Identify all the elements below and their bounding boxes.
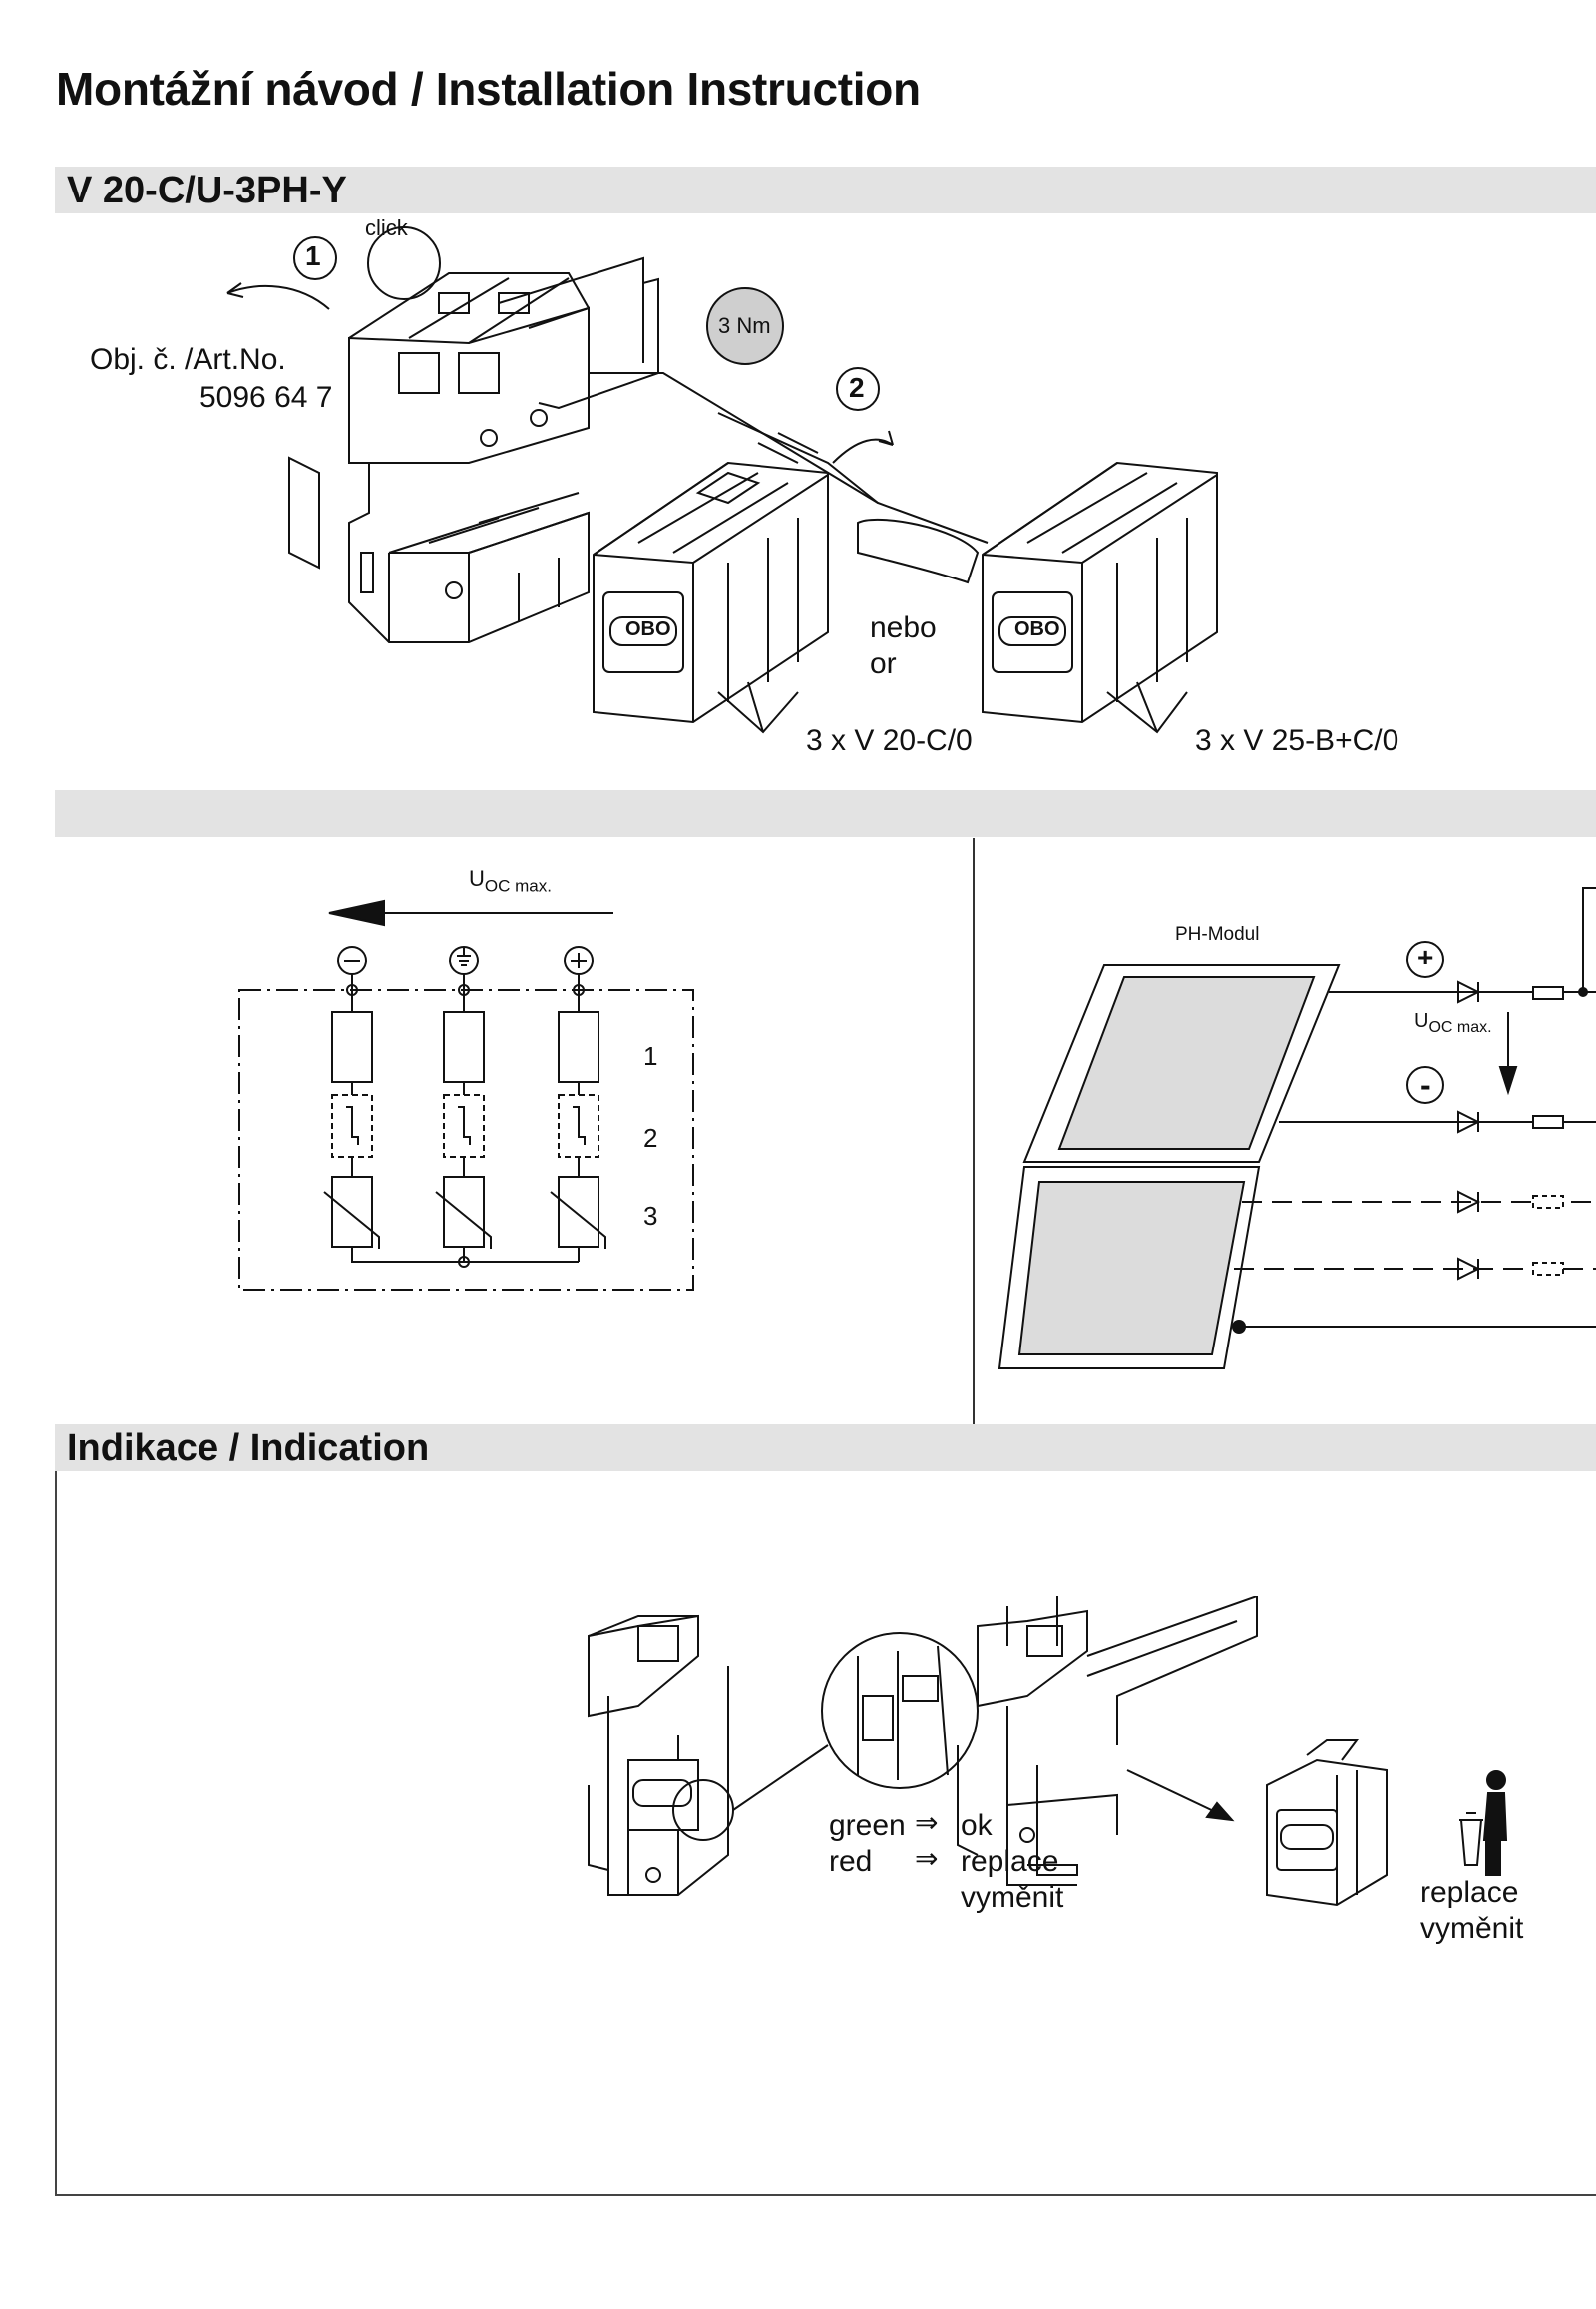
replace-cz-label: vyměnit (961, 1881, 1064, 1914)
step2-number: 2 (849, 372, 865, 403)
click-circle (367, 226, 441, 300)
trash-icon (1459, 1770, 1508, 1876)
step1-number: 1 (305, 240, 321, 271)
row-label-2: 2 (643, 1123, 658, 1153)
replace-label: replace (961, 1845, 1059, 1878)
click-label: click (365, 215, 408, 240)
circuit-schematic (238, 899, 694, 1291)
red-label: red (829, 1845, 873, 1878)
rotate-arrow-1 (226, 284, 330, 310)
or-en: or (870, 647, 897, 680)
page-title: Montážní návod / Installation Instructio… (56, 63, 921, 115)
callout-b (1106, 681, 1188, 734)
uoc-label-right: UOC max. (1414, 1010, 1492, 1036)
torque-label: 3 Nm (718, 313, 771, 338)
section-header-schematic (55, 790, 1596, 837)
product-heading: V 20-C/U-3PH-Y (67, 170, 347, 211)
brand-logo-b: OBO (1014, 618, 1060, 640)
replace-cz-label-2: vyměnit (1420, 1912, 1524, 1945)
section-header-product: V 20-C/U-3PH-Y (55, 167, 1596, 213)
torque-circle (706, 287, 784, 365)
article-number: 5096 64 7 (200, 381, 333, 414)
green-label: green (829, 1809, 906, 1842)
brand-logo-a: OBO (625, 618, 671, 640)
article-label: Obj. č. /Art.No. (90, 343, 286, 376)
callout-a (717, 681, 799, 734)
row-label-1: 1 (643, 1041, 658, 1071)
module-group-a (593, 461, 829, 724)
plus-terminal-label: + (1417, 942, 1434, 972)
replace-label-2: replace (1420, 1876, 1519, 1909)
base-top (348, 306, 590, 464)
option-a-label: 3 x V 20-C/0 (806, 724, 973, 757)
magnifier-circle (821, 1632, 979, 1789)
step2-circle (836, 367, 880, 411)
uoc-label-left: UOC max. (469, 866, 552, 896)
module-group-b (982, 461, 1218, 724)
ok-label: ok (961, 1809, 993, 1842)
minus-terminal-label: - (1420, 1067, 1431, 1103)
indication-illustration (588, 1596, 1508, 1907)
installation-illustration (226, 226, 1218, 734)
pv-panel-lower (998, 1166, 1261, 1369)
screwdriver (857, 518, 980, 584)
din-rail (498, 256, 659, 410)
pv-module-schematic (998, 887, 1596, 1369)
row-label-3: 3 (643, 1201, 658, 1231)
implies-arrow-1: ⇒ (915, 1807, 939, 1838)
indication-heading: Indikace / Indication (67, 1427, 430, 1469)
step1-circle (293, 236, 337, 280)
pv-panel-upper (1022, 964, 1341, 1163)
option-b-label: 3 x V 25-B+C/0 (1195, 724, 1399, 757)
section-divider (973, 838, 975, 1426)
section-header-indication: Indikace / Indication (55, 1424, 1596, 1471)
ph-module-label: PH-Modul (1175, 924, 1260, 945)
indication-frame (55, 1471, 1596, 2196)
implies-arrow-2: ⇒ (915, 1843, 939, 1874)
or-cz: nebo (870, 611, 937, 644)
